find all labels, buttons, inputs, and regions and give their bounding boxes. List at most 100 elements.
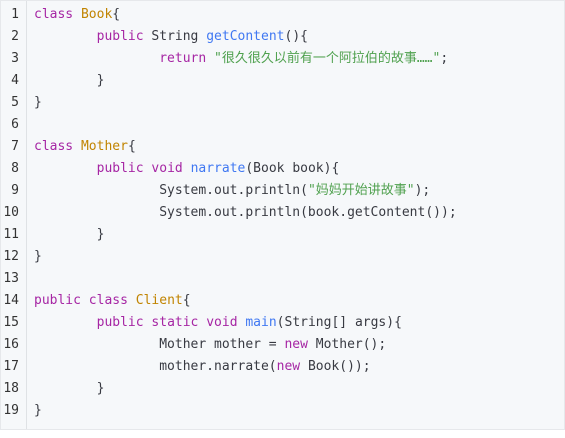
code-text: class Mother{ bbox=[34, 136, 136, 158]
code-token: public bbox=[96, 161, 144, 176]
code-token: String bbox=[143, 29, 207, 44]
line-number: 16 bbox=[3, 337, 19, 352]
code-text: Mother mother = new Mother(); bbox=[34, 334, 386, 356]
code-line: 13 bbox=[1, 268, 564, 290]
code-line: 5} bbox=[1, 92, 564, 114]
code-token: } bbox=[34, 73, 105, 88]
code-token bbox=[128, 293, 136, 308]
code-token: Book()); bbox=[300, 359, 371, 374]
code-token: static bbox=[151, 315, 199, 330]
code-token: } bbox=[34, 381, 105, 396]
code-token: "很久很久以前有一个阿拉伯的故事……" bbox=[214, 51, 441, 66]
code-line: 18 } bbox=[1, 378, 564, 400]
code-token: public bbox=[96, 315, 144, 330]
code-token: ); bbox=[414, 183, 431, 198]
code-token bbox=[34, 29, 97, 44]
code-token: System.out.println( bbox=[34, 183, 308, 198]
code-text: System.out.println(book.getContent()); bbox=[34, 202, 457, 224]
code-token bbox=[34, 161, 97, 176]
line-number: 3 bbox=[11, 51, 19, 66]
code-token: class bbox=[34, 7, 74, 22]
code-token: { bbox=[127, 139, 136, 154]
code-line: 17 mother.narrate(new Book()); bbox=[1, 356, 564, 378]
code-token: { bbox=[182, 293, 191, 308]
code-token: class bbox=[34, 139, 74, 154]
line-number-gutter bbox=[1, 1, 27, 429]
code-line: 9 System.out.println("妈妈开始讲故事"); bbox=[1, 180, 564, 202]
line-number: 8 bbox=[11, 161, 19, 176]
code-token bbox=[34, 51, 159, 66]
code-text: } bbox=[34, 378, 105, 400]
code-token: new bbox=[284, 337, 308, 352]
code-token bbox=[81, 293, 89, 308]
code-token: new bbox=[276, 359, 301, 374]
code-text: } bbox=[34, 400, 42, 422]
code-token: public bbox=[96, 29, 144, 44]
code-token bbox=[73, 139, 81, 154]
line-number: 11 bbox=[3, 227, 19, 242]
code-text: mother.narrate(new Book()); bbox=[34, 356, 371, 378]
code-line: 2 public String getContent(){ bbox=[1, 26, 564, 48]
code-line: 4 } bbox=[1, 70, 564, 92]
code-token bbox=[34, 315, 97, 330]
line-number: 10 bbox=[3, 205, 19, 220]
code-token: void bbox=[206, 315, 238, 330]
code-token: } bbox=[34, 95, 42, 110]
code-token: "妈妈开始讲故事" bbox=[307, 183, 415, 198]
code-token: Mother(); bbox=[307, 337, 387, 352]
code-token: ; bbox=[440, 51, 449, 66]
code-token: } bbox=[34, 227, 105, 242]
code-token: System.out.println(book.getContent()); bbox=[34, 205, 457, 220]
code-text: } bbox=[34, 92, 42, 114]
code-token: class bbox=[88, 293, 128, 308]
code-line: 16 Mother mother = new Mother(); bbox=[1, 334, 564, 356]
code-token bbox=[206, 51, 214, 66]
code-token bbox=[183, 161, 191, 176]
code-text: public class Client{ bbox=[34, 290, 191, 312]
line-number: 1 bbox=[11, 7, 19, 22]
line-number: 5 bbox=[11, 95, 19, 110]
code-token bbox=[73, 7, 81, 22]
code-line: 1 class Book{ bbox=[1, 4, 564, 26]
line-number: 15 bbox=[3, 315, 19, 330]
code-text: System.out.println("妈妈开始讲故事"); bbox=[34, 180, 430, 202]
code-token: public bbox=[34, 293, 81, 308]
code-token: narrate bbox=[190, 161, 246, 176]
code-text: public String getContent(){ bbox=[34, 26, 308, 48]
code-token: Mother mother = bbox=[34, 337, 285, 352]
code-token: Book bbox=[80, 7, 113, 22]
code-token: (){ bbox=[284, 29, 308, 44]
line-number: 12 bbox=[3, 249, 19, 264]
code-token: { bbox=[112, 7, 121, 22]
code-text: public void narrate(Book book){ bbox=[34, 158, 340, 180]
code-token: return bbox=[159, 51, 207, 66]
code-token: } bbox=[34, 249, 42, 264]
code-token: mother.narrate( bbox=[34, 359, 277, 374]
code-line: 10 System.out.println(book.getContent())… bbox=[1, 202, 564, 224]
code-token: void bbox=[151, 161, 183, 176]
line-number: 9 bbox=[11, 183, 19, 198]
code-line: 15 public static void main(String[] args… bbox=[1, 312, 564, 334]
code-line: 11 } bbox=[1, 224, 564, 246]
line-number: 17 bbox=[3, 359, 19, 374]
code-token: (String[] args){ bbox=[276, 315, 402, 330]
code-token: Client bbox=[135, 293, 183, 308]
code-line: 3 return "很久很久以前有一个阿拉伯的故事……"; bbox=[1, 48, 564, 70]
code-token: Mother bbox=[80, 139, 128, 154]
line-number: 7 bbox=[11, 139, 19, 154]
code-text: class Book{ bbox=[34, 4, 120, 26]
line-number: 6 bbox=[11, 117, 19, 132]
code-line: 19} bbox=[1, 400, 564, 422]
code-text: } bbox=[34, 224, 105, 246]
code-token: (Book book){ bbox=[245, 161, 340, 176]
code-token: } bbox=[34, 403, 42, 418]
line-number: 13 bbox=[3, 271, 19, 286]
code-text: } bbox=[34, 70, 105, 92]
line-number: 18 bbox=[3, 381, 19, 396]
code-line: 12} bbox=[1, 246, 564, 268]
code-line: 8 public void narrate(Book book){ bbox=[1, 158, 564, 180]
line-number: 14 bbox=[3, 293, 19, 308]
code-line: 7 class Mother{ bbox=[1, 136, 564, 158]
